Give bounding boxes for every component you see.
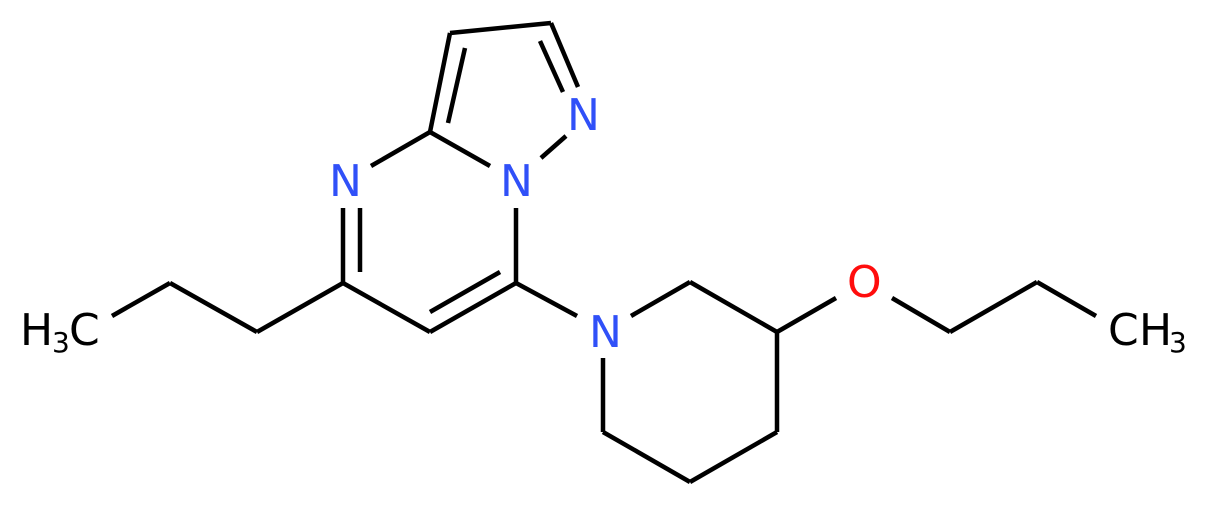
pyrazole-ring [427,20,581,160]
atom-n-piperidine: N [589,307,622,358]
atom-n-pyrazole: N [567,90,600,141]
atom-n-bridgehead: N [500,156,533,207]
atom-n-pyrimidine: N [329,156,362,207]
atom-o-ether: O [847,257,882,308]
c7-n-bond [514,281,579,318]
propyl-chain-left [110,281,345,334]
piperidine-ring [600,280,780,484]
propoxy-chain [775,280,1098,334]
ch3-left-h: H [20,305,53,356]
pyrimidine-ring [340,130,519,334]
ch3-left-subscript: 3 [52,326,70,359]
ch3-left-c: C [69,305,100,356]
ch3-right-c: C [1108,305,1139,356]
ch3-right-h: H [1139,305,1172,356]
ch3-right-subscript: 3 [1169,326,1187,359]
